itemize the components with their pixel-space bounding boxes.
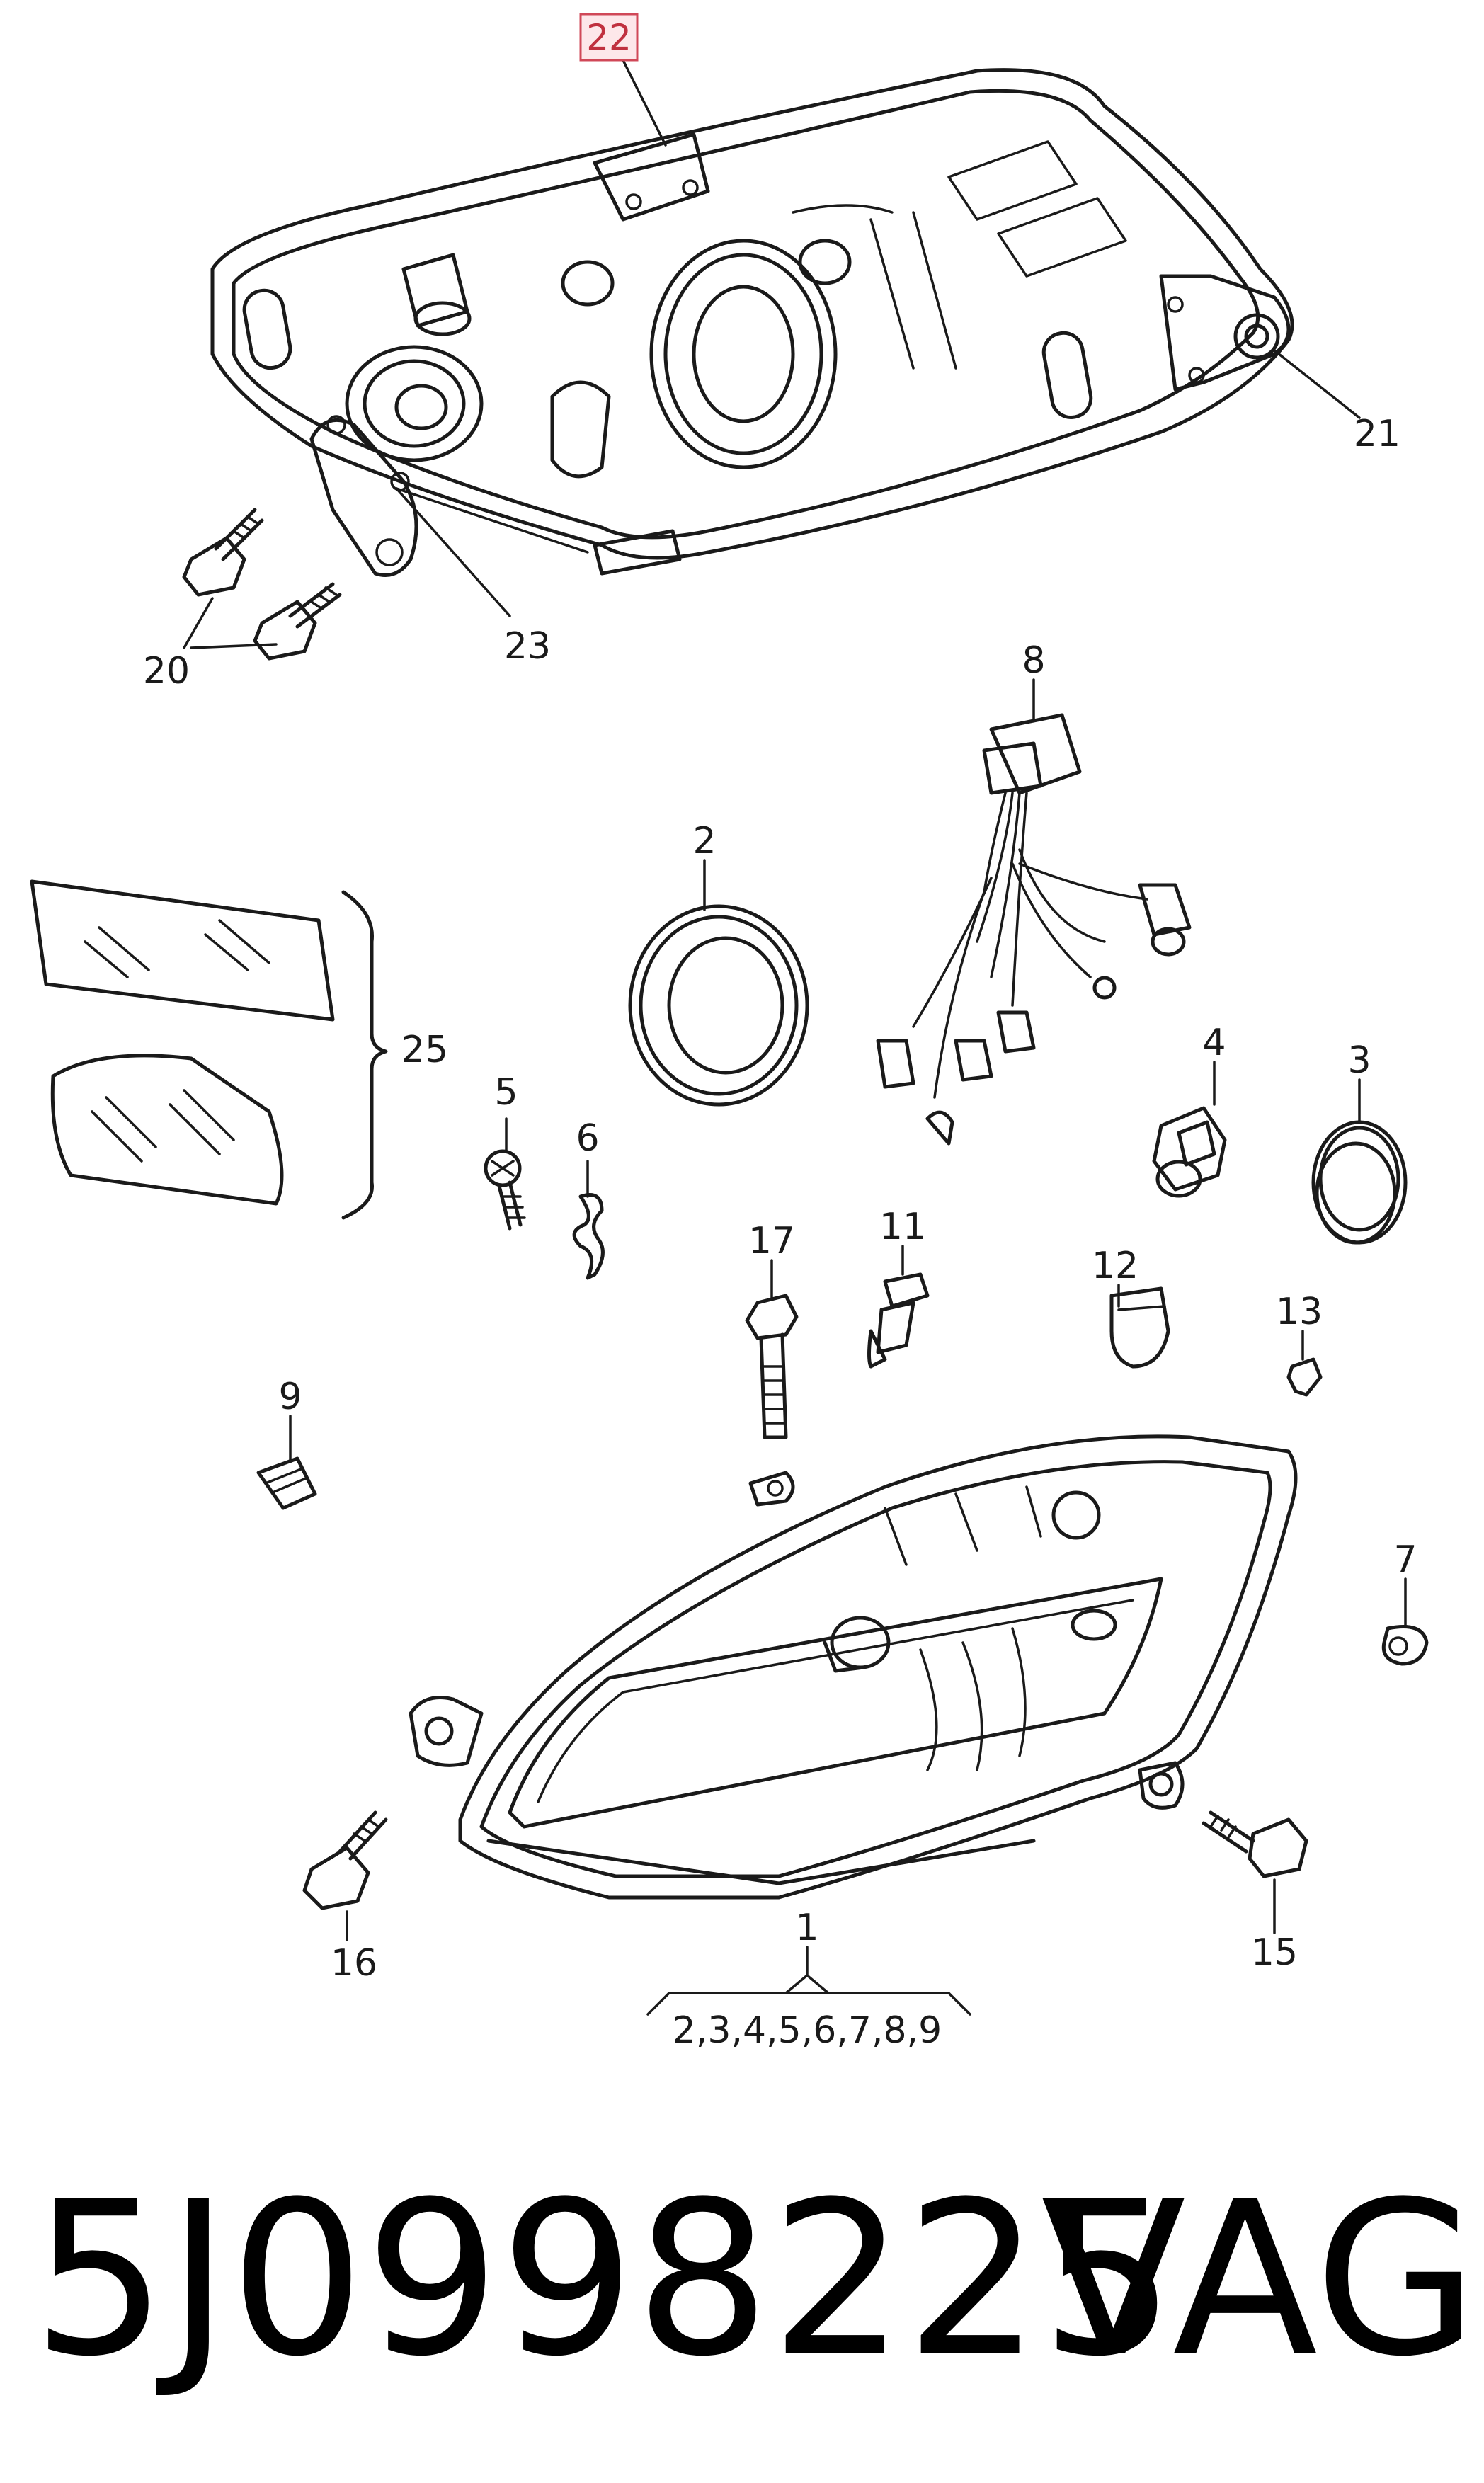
leader-23b <box>395 487 589 554</box>
cap-3 <box>1311 1120 1408 1245</box>
callout-3: 3 <box>1347 1039 1371 1082</box>
callout-11: 11 <box>879 1206 926 1248</box>
wiring-harness-8 <box>876 713 1192 1146</box>
clip-9 <box>256 1456 317 1510</box>
callout-13: 13 <box>1276 1291 1323 1333</box>
callout-22-label[interactable]: 22 <box>586 17 632 58</box>
callout-21: 21 <box>1354 413 1400 455</box>
brand-name: VAG <box>1041 2156 1479 2403</box>
leader-20 <box>183 597 278 649</box>
callout-12: 12 <box>1092 1245 1138 1287</box>
callout-15: 15 <box>1251 1931 1298 1974</box>
callout-1-includes: 2,3,4,5,6,7,8,9 <box>673 2009 942 2052</box>
gasket-ring-2 <box>628 904 809 1107</box>
lens-covers-25 <box>30 879 388 1220</box>
callout-25: 25 <box>401 1029 448 1071</box>
callout-16: 16 <box>331 1942 377 1985</box>
leader-1 <box>646 1946 971 2016</box>
callout-2: 2 <box>692 820 716 862</box>
headlamp-assembly-front <box>409 1434 1298 1900</box>
screw-16 <box>302 1810 388 1910</box>
screws-20 <box>182 508 342 661</box>
callout-8: 8 <box>1022 639 1045 682</box>
clip-6 <box>572 1193 605 1280</box>
part-number: 5J0998225 <box>32 2156 1176 2403</box>
leader-22 <box>622 59 667 147</box>
bolt-17 <box>745 1294 799 1439</box>
callout-9: 9 <box>278 1376 302 1418</box>
clip-7 <box>1381 1625 1429 1666</box>
screw-5 <box>484 1149 526 1231</box>
headlamp-housing-rear <box>210 68 1294 577</box>
callout-7: 7 <box>1393 1539 1417 1581</box>
leader-23 <box>395 487 511 617</box>
bulb-socket-4 <box>1152 1106 1227 1198</box>
bulb-11 <box>867 1272 930 1369</box>
callout-6: 6 <box>576 1117 599 1160</box>
bulb-13 <box>1286 1357 1323 1397</box>
callout-20: 20 <box>143 650 190 692</box>
bulb-12 <box>1109 1286 1170 1369</box>
screw-15 <box>1202 1810 1308 1878</box>
callout-23: 23 <box>504 625 551 668</box>
callout-17: 17 <box>748 1220 795 1262</box>
callout-22-box[interactable] <box>579 13 639 62</box>
leader-21 <box>1273 349 1361 419</box>
callout-5: 5 <box>494 1071 518 1114</box>
callout-1: 1 <box>795 1907 818 1949</box>
callout-4: 4 <box>1202 1022 1226 1064</box>
